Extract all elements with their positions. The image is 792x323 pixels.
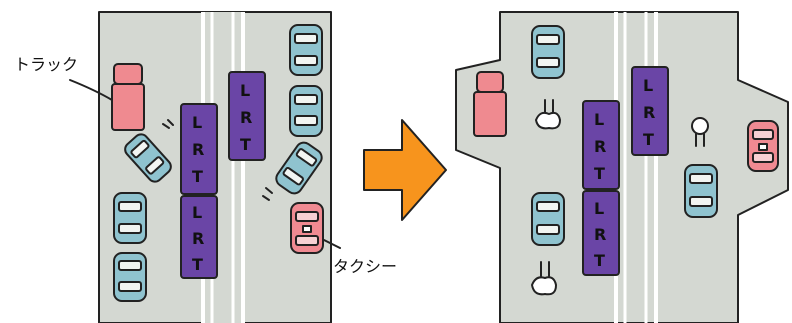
- lrt-letter: R: [192, 140, 204, 159]
- truck-icon: [473, 71, 507, 137]
- car-icon: [124, 133, 172, 183]
- lrt-letter: R: [192, 229, 204, 248]
- lrt-letter: L: [594, 110, 604, 129]
- lrt-letter: L: [240, 81, 250, 100]
- car-icon: [684, 164, 718, 218]
- taxi-label: タクシー: [333, 257, 397, 276]
- pedestrian-icon: [691, 117, 709, 147]
- pedestrian-icon: [531, 261, 557, 296]
- road-after: [455, 11, 789, 323]
- pedestrian-icon: [535, 99, 561, 130]
- taxi-pointer: [323, 239, 341, 249]
- lrt-tram-icon: L R T: [582, 100, 620, 190]
- lrt-letter: L: [192, 113, 202, 132]
- before-scene: トラック L R T L R: [14, 11, 397, 323]
- lrt-letter: T: [643, 130, 654, 149]
- car-icon: [275, 141, 323, 195]
- lrt-letter: T: [594, 251, 605, 270]
- lrt-tram-icon: L R T: [180, 103, 218, 195]
- car-icon: [531, 192, 565, 246]
- lrt-letter: T: [240, 135, 251, 154]
- taxi-icon: [747, 120, 779, 172]
- lrt-tram-icon: L R T: [228, 71, 266, 161]
- lrt-letter: R: [594, 225, 606, 244]
- truck-pointer: [69, 79, 113, 101]
- car-icon: [289, 85, 323, 137]
- car-icon: [531, 25, 565, 79]
- lrt-letter: L: [594, 199, 604, 218]
- lrt-letter: L: [192, 203, 202, 222]
- car-icon: [113, 192, 147, 244]
- lrt-tram-icon: L R T: [180, 195, 218, 279]
- lrt-letter: R: [240, 108, 252, 127]
- truck-label: トラック: [14, 55, 78, 74]
- car-icon: [113, 252, 147, 302]
- lrt-letter: R: [594, 137, 606, 156]
- lrt-tram-icon: L R T: [582, 190, 620, 276]
- lrt-letter: T: [192, 167, 203, 186]
- lrt-letter: L: [643, 76, 653, 95]
- car-icon: [289, 24, 323, 76]
- lrt-letter: T: [192, 255, 203, 274]
- taxi-icon: [290, 202, 324, 254]
- lrt-letter: T: [594, 164, 605, 183]
- lrt-tram-icon: L R T: [631, 66, 669, 156]
- lrt-letter: R: [643, 103, 655, 122]
- right-arrow-icon: [363, 119, 447, 221]
- after-scene: L R T L R T L R T: [455, 11, 789, 323]
- truck-icon: [111, 63, 145, 131]
